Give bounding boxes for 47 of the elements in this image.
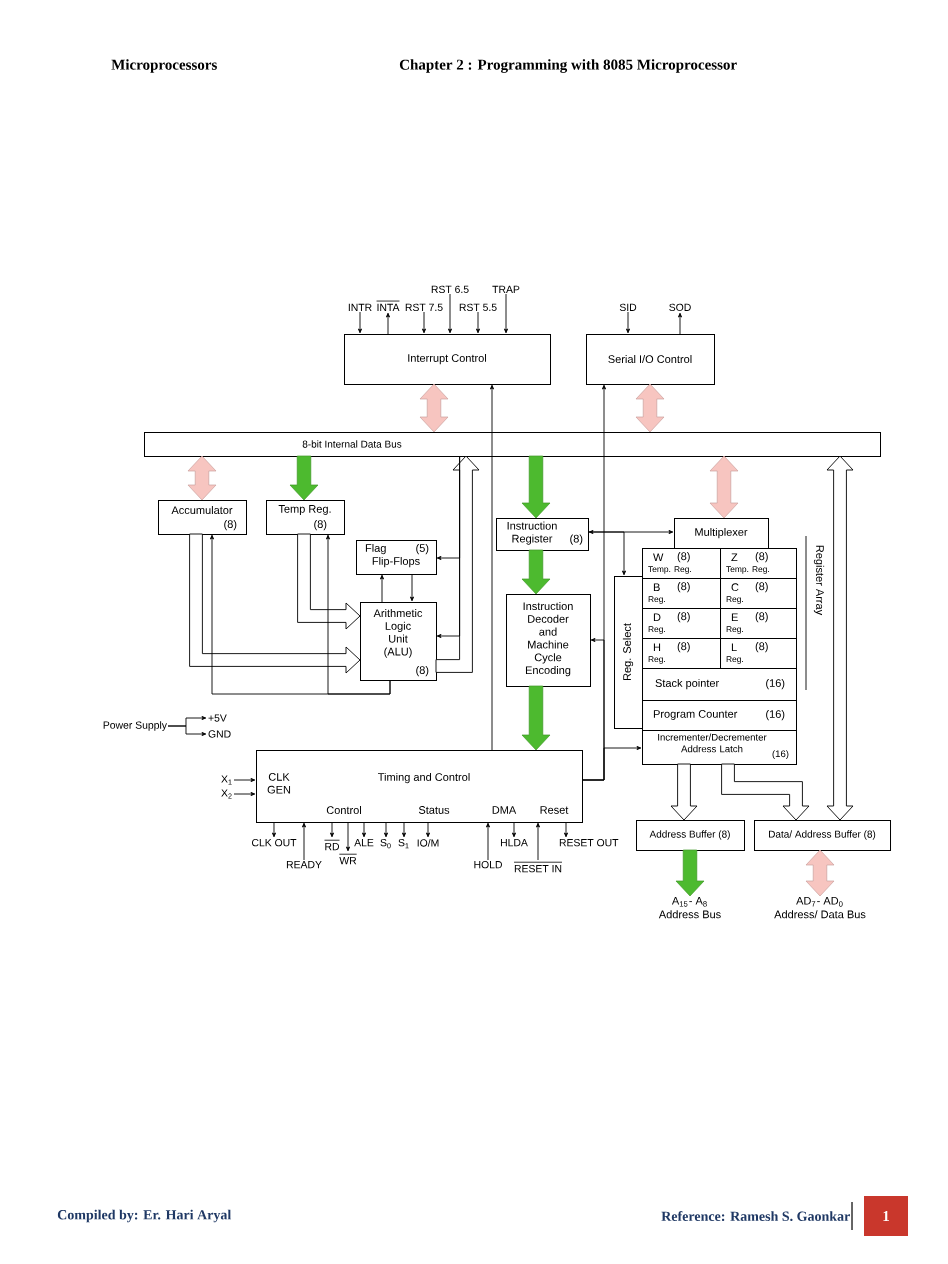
arrow [326,534,391,695]
bus-arrow [670,763,698,821]
arrow [581,746,642,781]
arrow [302,822,306,861]
arrow [521,549,551,595]
arrow [422,311,426,334]
arrow [504,293,509,334]
bus-arrow [189,533,361,674]
arrow [233,792,256,797]
bus-arrow [435,455,480,673]
arrow [289,455,319,501]
arrow [167,725,207,737]
arrow [678,312,683,335]
bus-arrow [297,533,361,630]
arrow [358,311,362,334]
arrow [386,312,390,335]
arrow [536,822,541,861]
arrow [436,455,461,639]
arrow [490,384,495,751]
arrow [587,531,627,576]
arrow [272,821,276,838]
arrow [448,293,453,334]
arrow [426,821,430,838]
double-arrow [635,383,665,433]
arrow [564,821,569,838]
bus-arrow [826,455,854,821]
arrow [626,311,631,334]
bus-arrow [721,763,810,821]
arrow [330,821,334,838]
arrow [521,685,551,751]
double-arrow [187,455,217,501]
arrow [476,311,480,334]
arrow [410,573,415,602]
arrow [486,822,490,861]
arrow [380,574,384,603]
double-arrow [588,530,674,535]
arrow [521,455,551,519]
double-arrow [709,455,739,519]
arrow [362,821,367,838]
arrow [384,821,388,838]
arrow [675,849,705,897]
arrow [512,821,517,838]
arrow [233,778,256,783]
double-arrow [805,849,835,897]
double-arrow [419,383,449,433]
arrow [346,821,350,852]
arrow [402,821,406,838]
